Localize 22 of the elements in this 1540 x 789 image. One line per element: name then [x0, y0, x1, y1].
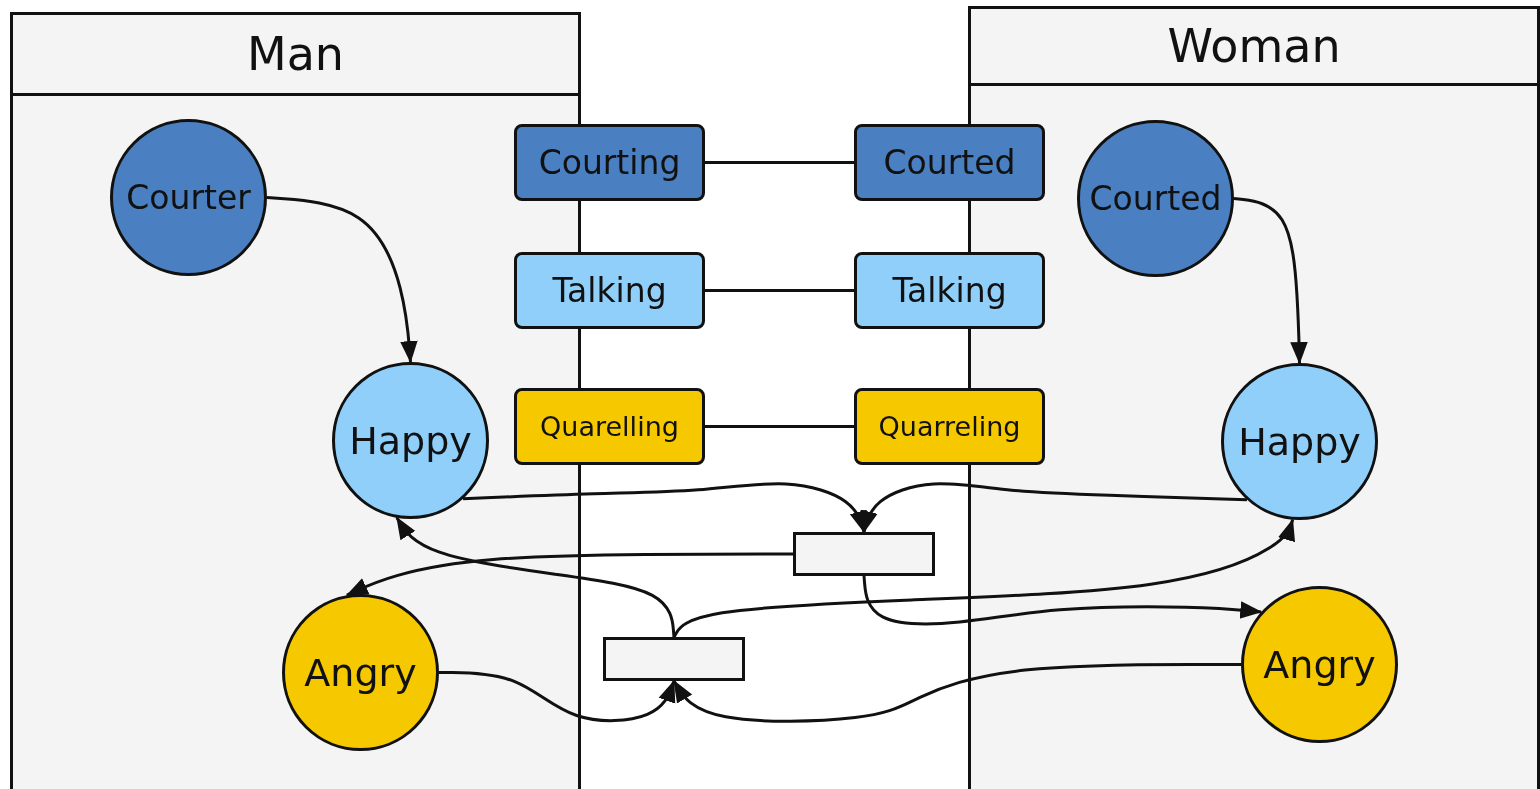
node-label: Talking	[552, 271, 667, 310]
activity-box	[514, 124, 705, 201]
node-label: Happy	[1238, 419, 1361, 464]
node-label: Courter	[126, 178, 251, 217]
swimlane-title: Woman	[1167, 19, 1341, 73]
transition-box	[603, 637, 745, 681]
activity-box	[854, 388, 1045, 465]
node-label: Courted	[1089, 179, 1222, 218]
node-label: Quarelling	[540, 411, 679, 442]
node-label: Courting	[538, 143, 681, 182]
activity-box	[854, 124, 1045, 201]
node-label: Angry	[304, 650, 417, 695]
node-label: Quarreling	[878, 411, 1021, 442]
swimlane-title: Man	[247, 27, 344, 81]
node-label: Courted	[883, 143, 1016, 182]
activity-box	[514, 252, 705, 329]
transition-box	[793, 532, 935, 576]
node-label: Happy	[349, 418, 472, 463]
activity-box	[514, 388, 705, 465]
node-label: Talking	[892, 271, 1007, 310]
activity-box	[854, 252, 1045, 329]
node-label: Angry	[1263, 642, 1376, 687]
